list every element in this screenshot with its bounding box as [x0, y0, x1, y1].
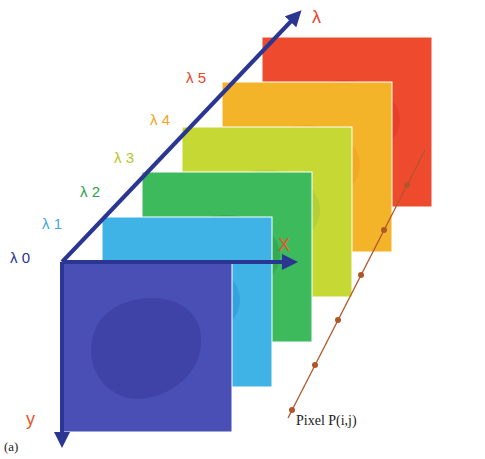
pixel-dot: [381, 227, 387, 233]
pixel-dot: [358, 272, 364, 278]
figure-label: (a): [4, 440, 18, 453]
axes: [62, 16, 296, 440]
axis-label: y: [26, 410, 35, 428]
band-label: λ 5: [186, 70, 206, 85]
band-plane: [62, 262, 232, 432]
band-label: λ 4: [150, 112, 170, 127]
pixel-leader: [288, 150, 425, 418]
band-label: λ 3: [114, 150, 134, 165]
x-axis: [62, 260, 290, 264]
band-label: λ 2: [80, 184, 100, 199]
pixel-dot: [404, 182, 410, 188]
axis-label: X: [278, 236, 290, 254]
band-label: λ 1: [42, 216, 62, 231]
pixel-dot: [335, 317, 341, 323]
axis-label: λ: [312, 8, 321, 26]
pixel-dot: [289, 407, 295, 413]
lambda-axis: [62, 16, 296, 262]
y-axis: [60, 262, 64, 440]
band-blob: [91, 298, 201, 399]
pixel-label: Pixel P(i,j): [296, 414, 357, 428]
pixel-dot: [312, 362, 318, 368]
band-label: λ 0: [10, 250, 30, 265]
leader-line: [288, 150, 425, 418]
band-planes: [62, 37, 432, 432]
